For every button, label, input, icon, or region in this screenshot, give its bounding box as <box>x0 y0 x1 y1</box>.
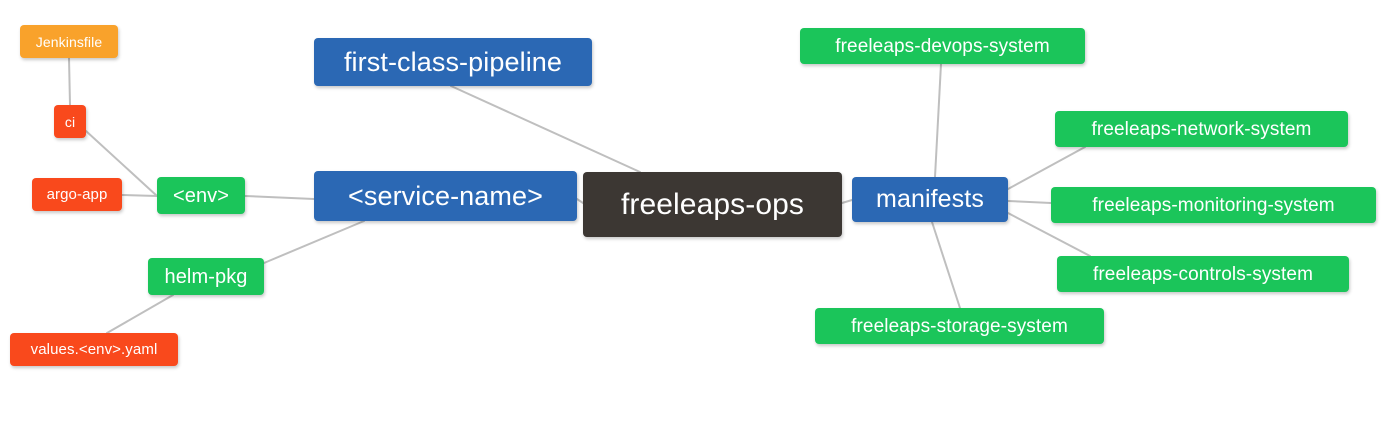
node-label-first-class-pipeline: first-class-pipeline <box>343 46 563 77</box>
node-label-jenkinsfile: Jenkinsfile <box>35 33 103 50</box>
edge-env-to-service-name <box>244 195 315 200</box>
node-label-freeleaps-storage-system: freeleaps-storage-system <box>851 315 1068 337</box>
node-freeleaps-ops[interactable]: freeleaps-ops <box>583 172 842 237</box>
node-freeleaps-network-system[interactable]: freeleaps-network-system <box>1055 111 1348 147</box>
node-env[interactable]: <env> <box>157 177 245 214</box>
node-label-env: <env> <box>172 184 230 207</box>
edge-argo-app-to-env <box>121 194 158 197</box>
edge-jenkinsfile-to-ci <box>68 57 71 106</box>
node-values-yaml[interactable]: values.<env>.yaml <box>10 333 178 366</box>
node-label-values-yaml: values.<env>.yaml <box>30 341 158 358</box>
node-label-argo-app: argo-app <box>46 186 108 203</box>
node-label-service-name: <service-name> <box>348 180 543 211</box>
edge-freeleaps-ops-to-manifests <box>841 199 853 204</box>
node-jenkinsfile[interactable]: Jenkinsfile <box>20 25 118 58</box>
node-label-helm-pkg: helm-pkg <box>164 265 248 288</box>
node-first-class-pipeline[interactable]: first-class-pipeline <box>314 38 592 86</box>
edge-manifests-to-freeleaps-devops-system <box>934 63 942 178</box>
edge-service-name-to-helm-pkg <box>263 220 365 264</box>
node-ci[interactable]: ci <box>54 105 86 138</box>
node-label-manifests: manifests <box>876 185 984 213</box>
node-label-ci: ci <box>64 113 76 130</box>
node-label-freeleaps-monitoring-system: freeleaps-monitoring-system <box>1092 194 1335 216</box>
node-freeleaps-storage-system[interactable]: freeleaps-storage-system <box>815 308 1104 344</box>
node-freeleaps-controls-system[interactable]: freeleaps-controls-system <box>1057 256 1349 292</box>
edge-manifests-to-freeleaps-storage-system <box>931 221 961 309</box>
node-service-name[interactable]: <service-name> <box>314 171 577 221</box>
edge-helm-pkg-to-values-yaml <box>106 294 174 334</box>
node-label-freeleaps-devops-system: freeleaps-devops-system <box>835 35 1050 57</box>
edge-first-class-pipeline-to-freeleaps-ops <box>450 85 641 173</box>
node-manifests[interactable]: manifests <box>852 177 1008 222</box>
node-helm-pkg[interactable]: helm-pkg <box>148 258 264 295</box>
node-freeleaps-devops-system[interactable]: freeleaps-devops-system <box>800 28 1085 64</box>
node-label-freeleaps-controls-system: freeleaps-controls-system <box>1092 263 1314 285</box>
edge-manifests-to-freeleaps-network-system <box>1007 146 1086 190</box>
node-label-freeleaps-network-system: freeleaps-network-system <box>1091 118 1312 140</box>
edge-manifests-to-freeleaps-monitoring-system <box>1007 200 1052 204</box>
node-argo-app[interactable]: argo-app <box>32 178 122 211</box>
node-label-freeleaps-ops: freeleaps-ops <box>620 187 805 221</box>
node-freeleaps-monitoring-system[interactable]: freeleaps-monitoring-system <box>1051 187 1376 223</box>
